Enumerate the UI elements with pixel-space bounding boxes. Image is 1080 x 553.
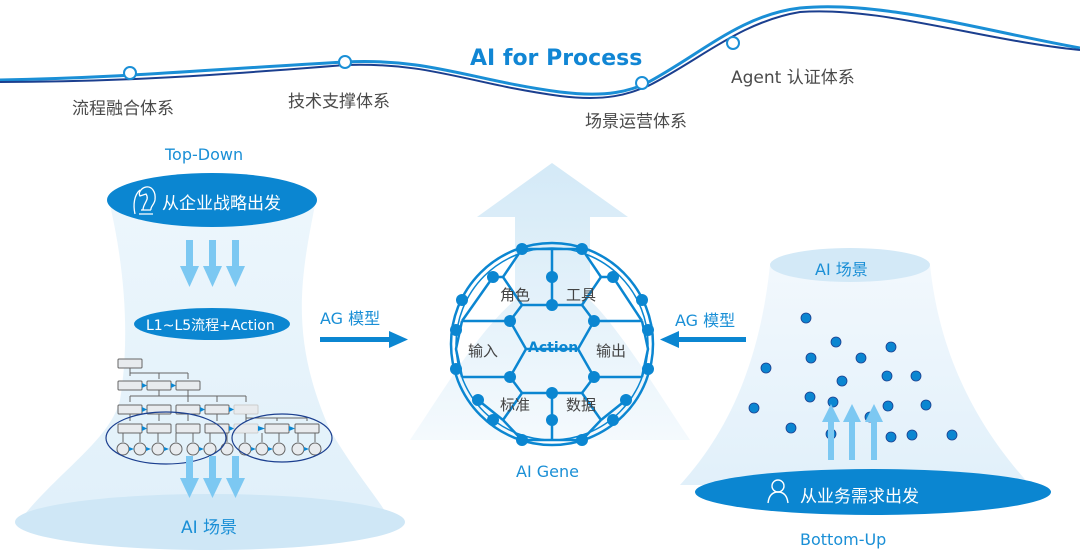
right-cone <box>680 265 1030 485</box>
milestone-label: 技术支撑体系 <box>288 92 390 112</box>
gene-cell-input: 输入 <box>468 342 499 360</box>
process-pill-label: L1~L5流程+Action <box>146 318 275 334</box>
left-middle-pill <box>134 308 290 340</box>
user-icon <box>767 479 789 504</box>
gene-cell-standard: 标准 <box>500 396 531 414</box>
gene-cell-role: 角色 <box>500 286 531 304</box>
timeline-nodes <box>123 36 740 90</box>
ag-arrow-right <box>320 331 408 348</box>
milestone-node <box>726 36 740 50</box>
left-top-ellipse-label: 从企业战略出发 <box>162 194 281 214</box>
left-top-ellipse <box>107 173 317 227</box>
gene-cell-action: Action <box>528 340 579 356</box>
right-bottom-ellipse <box>695 469 1051 515</box>
gene-cell-tool: 工具 <box>566 286 597 304</box>
page-title: AI for Process <box>470 46 643 71</box>
process-group-right <box>231 413 333 463</box>
process-group-left <box>105 411 227 465</box>
milestone-label: 场景运营体系 <box>585 112 687 132</box>
ai-gene-caption: AI Gene <box>516 462 579 481</box>
down-arrows-bottom <box>180 456 245 498</box>
left-cone <box>20 205 390 520</box>
ag-model-label-right: AG 模型 <box>675 311 736 330</box>
left-bottom-ellipse <box>15 494 405 550</box>
timeline-curve <box>0 5 1080 99</box>
sphere-nodes <box>450 243 654 446</box>
scenario-dots <box>748 312 958 443</box>
right-top-ellipse <box>770 248 930 282</box>
right-ai-scenario-label: AI 场景 <box>815 260 868 279</box>
gene-cell-data: 数据 <box>566 396 597 414</box>
top-down-heading: Top-Down <box>165 145 244 164</box>
process-flow-markers <box>129 383 309 451</box>
milestone-node <box>338 55 352 69</box>
right-bottom-ellipse-label: 从业务需求出发 <box>800 487 919 507</box>
milestone-node <box>123 66 137 80</box>
chess-knight-icon <box>133 186 156 215</box>
bottom-up-heading: Bottom-Up <box>800 530 887 549</box>
gene-cell-output: 输出 <box>596 342 627 360</box>
milestone-label: 流程融合体系 <box>72 99 174 119</box>
down-arrows-top <box>180 240 245 287</box>
ag-arrow-left <box>660 331 746 348</box>
milestone-label: Agent 认证体系 <box>731 68 855 88</box>
left-ai-scenario-label: AI 场景 <box>181 518 238 538</box>
milestone-node <box>635 76 649 90</box>
ag-model-label-left: AG 模型 <box>320 309 381 328</box>
up-arrows-right <box>822 404 883 460</box>
